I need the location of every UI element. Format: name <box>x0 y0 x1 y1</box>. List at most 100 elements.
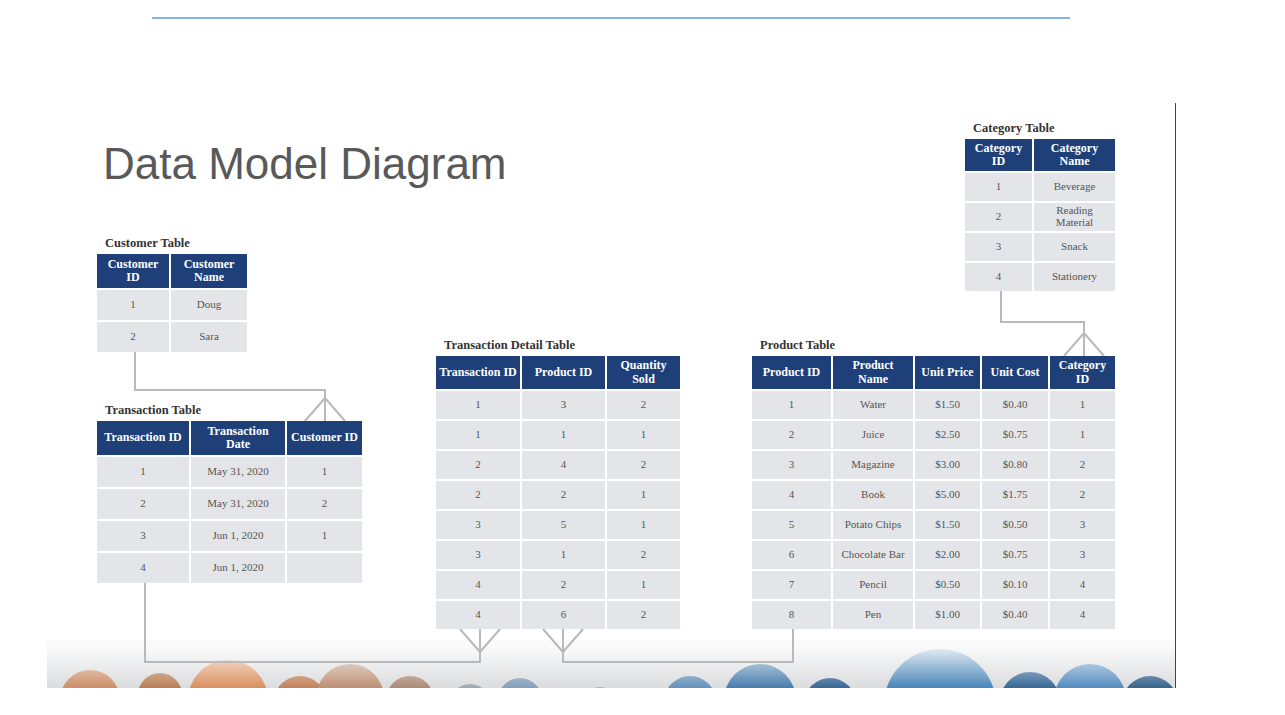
column-name: Customer ID <box>100 258 166 284</box>
table-cell: $0.75 <box>982 541 1048 569</box>
cell-value: $0.75 <box>1003 549 1028 561</box>
cell-value: 3 <box>561 399 567 411</box>
table-cell: 1 <box>436 421 520 449</box>
cell-value: 1 <box>475 429 481 441</box>
cell-value: 2 <box>561 489 567 501</box>
cell-value: 4 <box>475 579 481 591</box>
table-node: Customer TableCustomer IDCustomer Name 1 D… <box>97 236 247 352</box>
cell-value: 3 <box>1080 549 1086 561</box>
cell-value: 6 <box>561 609 567 621</box>
table-cell: 1 <box>1050 421 1115 449</box>
cell-value: 4 <box>561 459 567 471</box>
cell-value: Book <box>861 489 885 501</box>
table-cell: $2.50 <box>915 421 980 449</box>
table-heading: Transaction Detail Table <box>436 338 680 353</box>
cell-value: Water <box>860 399 886 411</box>
table-cell: 2 <box>97 322 169 352</box>
table-grid: Category IDCategory Name1Beverage2Readin… <box>965 139 1115 291</box>
table-heading: Product Table <box>752 338 1115 353</box>
cell-value: 2 <box>789 429 795 441</box>
cell-value: 1 <box>130 299 136 311</box>
cell-value: $0.50 <box>935 579 960 591</box>
table-heading: Customer Table <box>97 236 247 251</box>
column-name: Product ID <box>535 366 592 379</box>
cell-value: Doug <box>197 299 221 311</box>
table-cell: 1 <box>287 521 362 551</box>
table-cell: 1 <box>436 391 520 419</box>
header-cell: Unit Price <box>915 356 980 389</box>
table-cell: $0.80 <box>982 451 1048 479</box>
cell-value: Magazine <box>851 459 894 471</box>
cell-value: Snack <box>1061 241 1088 253</box>
cell-value: 1 <box>641 579 647 591</box>
table-cell: 4 <box>752 481 831 509</box>
table-cell: 2 <box>97 489 189 519</box>
cell-value: 3 <box>996 241 1002 253</box>
cell-value: 1 <box>641 489 647 501</box>
header-cell: Customer Name <box>171 254 247 288</box>
connector-line <box>563 629 793 662</box>
table-cell: $1.50 <box>915 511 980 539</box>
table-cell: 1 <box>607 481 680 509</box>
cell-value: $2.00 <box>935 549 960 561</box>
cell-value: 1 <box>641 519 647 531</box>
table-cell: 3 <box>522 391 605 419</box>
cell-value: Stationery <box>1052 271 1097 283</box>
table-cell: 1 <box>965 173 1032 201</box>
cell-value: Potato Chips <box>845 519 902 531</box>
table-node: Transaction TableTransaction IDTransacti… <box>97 403 362 583</box>
header-cell: Category ID <box>1050 356 1115 389</box>
table-heading: Category Table <box>965 121 1115 136</box>
cell-value: 1 <box>322 466 328 478</box>
column-name: Transaction Date <box>194 425 282 451</box>
cell-value: 3 <box>789 459 795 471</box>
table-cell: 2 <box>522 481 605 509</box>
crows-foot <box>325 398 345 421</box>
header-cell: Customer ID <box>287 421 362 455</box>
cell-value: Jun 1, 2020 <box>212 530 263 542</box>
table-cell: 2 <box>1050 451 1115 479</box>
cell-value: 3 <box>1080 519 1086 531</box>
header-cell: Product ID <box>752 356 831 389</box>
table-cell: 2 <box>522 571 605 599</box>
header-cell: Product ID <box>522 356 605 389</box>
cell-value: Jun 1, 2020 <box>212 562 263 574</box>
table-cell: $0.50 <box>982 511 1048 539</box>
connector-line <box>145 583 480 662</box>
header-cell: Transaction Date <box>191 421 285 455</box>
table-cell: $1.00 <box>915 601 980 629</box>
cell-value: 2 <box>641 459 647 471</box>
cell-value: Sara <box>199 331 219 343</box>
crows-foot <box>479 629 481 652</box>
cell-value: 2 <box>561 579 567 591</box>
cell-value: 4 <box>1080 579 1086 591</box>
table-cell: 1 <box>607 511 680 539</box>
table-grid: Transaction IDProduct IDQuantity Sold132… <box>436 356 680 629</box>
table-cell: 4 <box>1050 571 1115 599</box>
table-cell: 2 <box>752 421 831 449</box>
cell-value: 1 <box>789 399 795 411</box>
table-cell: $0.40 <box>982 601 1048 629</box>
cell-value: 4 <box>475 609 481 621</box>
crows-foot <box>1083 333 1085 356</box>
header-cell: Category ID <box>965 139 1032 171</box>
cell-value: 2 <box>475 459 481 471</box>
crows-foot <box>543 629 563 652</box>
table-cell: 3 <box>436 511 520 539</box>
diagram-title: Data Model Diagram <box>103 138 507 190</box>
table-grid: Customer IDCustomer Name 1 Doug 2 Sara <box>97 254 247 352</box>
cell-value: $0.40 <box>1003 399 1028 411</box>
cell-value: Reading Material <box>1037 205 1112 228</box>
cell-value: 1 <box>996 181 1002 193</box>
table-cell: 2 <box>607 391 680 419</box>
table-cell: 5 <box>522 511 605 539</box>
table-cell: Reading Material <box>1034 203 1115 231</box>
crows-foot <box>324 398 326 421</box>
crows-foot <box>1064 333 1084 356</box>
cell-value: 4 <box>140 562 146 574</box>
table-cell: Pencil <box>833 571 913 599</box>
table-cell: Jun 1, 2020 <box>191 553 285 583</box>
cell-value: 3 <box>475 549 481 561</box>
table-cell: 3 <box>965 233 1032 261</box>
